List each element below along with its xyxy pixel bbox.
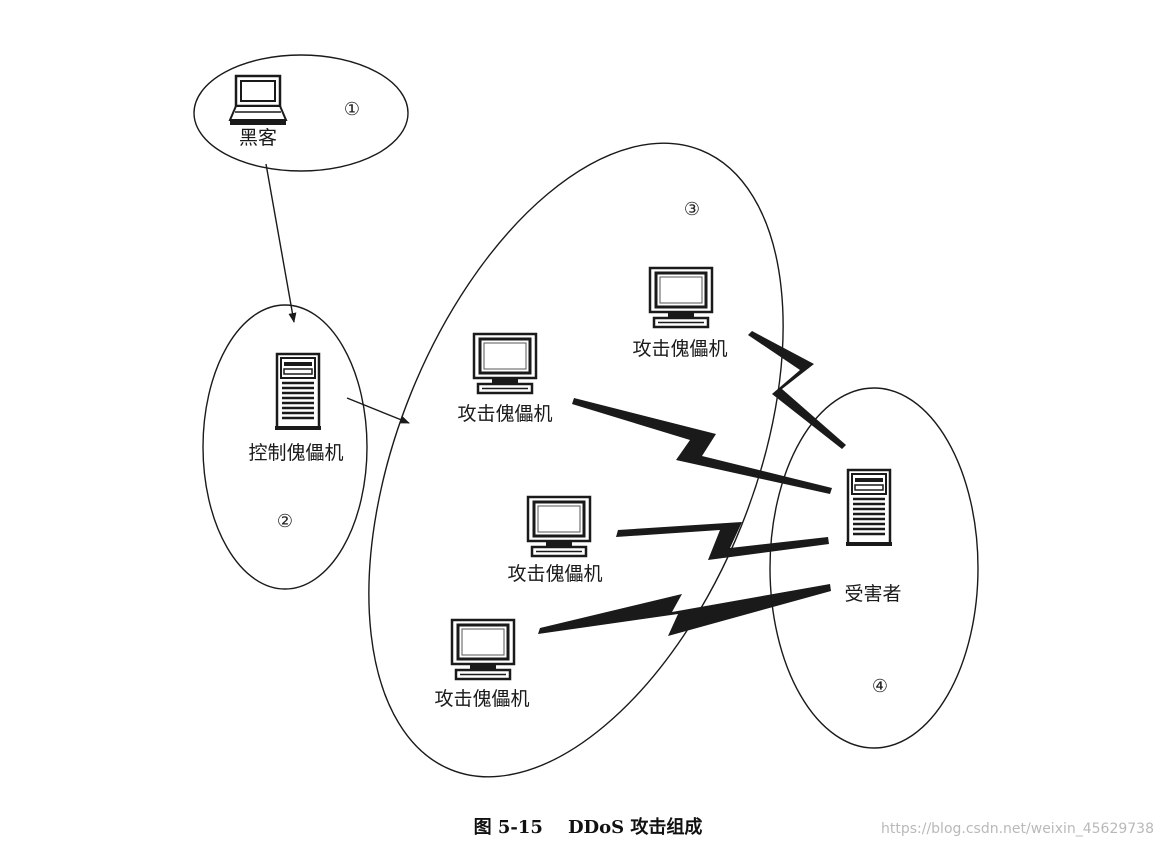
figure-caption: 图 5-15 DDoS 攻击组成 xyxy=(474,816,703,838)
monitor-icon-attacker-4 xyxy=(450,618,516,681)
attack-bolts xyxy=(538,331,846,636)
attacker-3-label: 攻击傀儡机 xyxy=(507,563,602,585)
victim-label: 受害者 xyxy=(844,583,901,605)
region-3-marker: ③ xyxy=(684,199,700,220)
region-2-marker: ② xyxy=(277,511,293,532)
controller-label: 控制傀儡机 xyxy=(248,442,343,464)
attack-bolt-middle xyxy=(616,522,829,560)
monitor-icon-attacker-2 xyxy=(472,332,538,395)
server-icon-victim xyxy=(844,468,894,548)
region-4-ellipse xyxy=(769,387,979,749)
server-icon-controller xyxy=(273,352,323,432)
attacker-1-label: 攻击傀儡机 xyxy=(632,338,727,360)
hacker-to-controller-arrow xyxy=(265,163,297,323)
region-1-ellipse xyxy=(193,54,409,172)
controller-to-attackers-arrow xyxy=(346,397,410,424)
laptop-icon xyxy=(228,74,288,125)
hacker-label: 黑客 xyxy=(239,127,277,149)
attack-bolt-top xyxy=(748,331,846,449)
region-4-marker: ④ xyxy=(872,676,888,697)
attack-bolt-lower xyxy=(538,584,831,636)
attacker-4-label: 攻击傀儡机 xyxy=(434,688,529,710)
monitor-icon-attacker-1 xyxy=(648,266,714,329)
region-3-ellipse xyxy=(368,142,784,778)
attacker-2-label: 攻击傀儡机 xyxy=(457,403,552,425)
watermark: https://blog.csdn.net/weixin_45629738 xyxy=(881,821,1154,837)
monitor-icon-attacker-3 xyxy=(526,495,592,558)
attack-bolt-upper xyxy=(572,398,832,494)
region-1-marker: ① xyxy=(344,99,360,120)
region-2-ellipse xyxy=(202,304,368,590)
